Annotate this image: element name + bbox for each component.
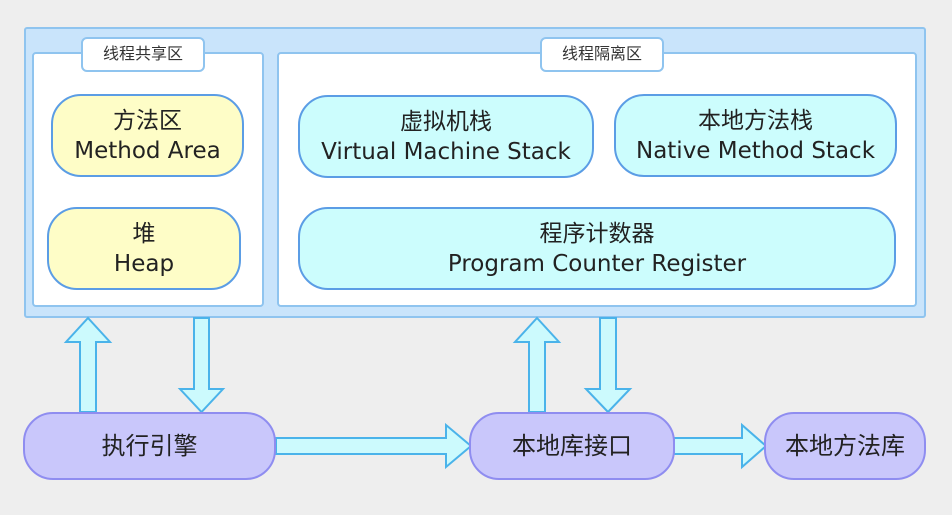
thread-shared-title: 线程共享区 bbox=[81, 37, 205, 72]
vm-stack-node: 虚拟机栈 Virtual Machine Stack bbox=[298, 95, 594, 178]
native-library-node: 本地方法库 bbox=[764, 412, 926, 480]
execution-engine-node: 执行引擎 bbox=[23, 412, 276, 480]
native-stack-en: Native Method Stack bbox=[635, 137, 876, 164]
method-area-node: 方法区 Method Area bbox=[51, 94, 244, 177]
arrow-up-interface-to-isolated bbox=[512, 316, 562, 413]
arrow-right-engine-to-interface bbox=[275, 422, 473, 470]
vm-stack-en: Virtual Machine Stack bbox=[321, 138, 571, 165]
native-interface-node: 本地库接口 bbox=[469, 412, 675, 480]
arrow-down-shared-to-engine bbox=[177, 317, 226, 414]
pc-register-zh: 程序计数器 bbox=[539, 220, 655, 247]
arrow-right-interface-to-library bbox=[673, 422, 768, 470]
method-area-en: Method Area bbox=[74, 137, 221, 164]
thread-isolated-title: 线程隔离区 bbox=[540, 37, 664, 72]
arrow-up-engine-to-shared bbox=[63, 316, 113, 413]
method-area-zh: 方法区 bbox=[113, 107, 182, 134]
heap-node: 堆 Heap bbox=[47, 207, 241, 290]
vm-stack-zh: 虚拟机栈 bbox=[400, 108, 492, 135]
native-stack-zh: 本地方法栈 bbox=[698, 107, 813, 134]
native-stack-node: 本地方法栈 Native Method Stack bbox=[614, 94, 897, 177]
arrow-down-isolated-to-interface bbox=[583, 317, 633, 414]
heap-zh: 堆 bbox=[132, 220, 156, 247]
pc-register-node: 程序计数器 Program Counter Register bbox=[298, 207, 896, 290]
heap-en: Heap bbox=[113, 250, 175, 277]
pc-register-en: Program Counter Register bbox=[447, 250, 747, 277]
